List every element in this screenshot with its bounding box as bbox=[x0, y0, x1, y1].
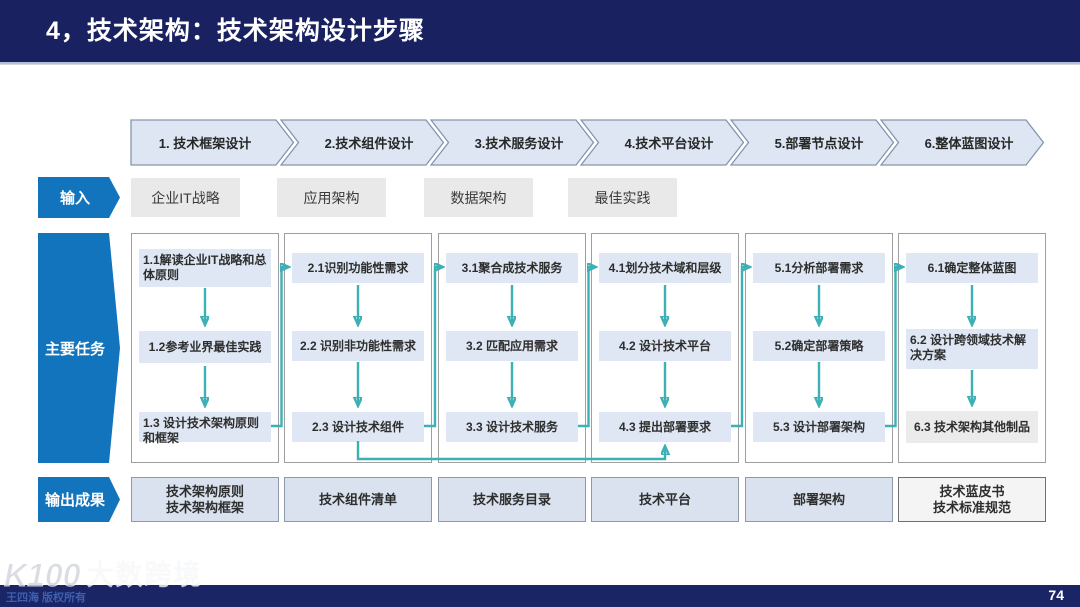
footer-bar bbox=[0, 585, 1080, 607]
page-title: 4，技术架构：技术架构设计步骤 bbox=[46, 17, 425, 45]
output-box-service-catalog: 技术服务目录 bbox=[438, 477, 586, 522]
task-box-3-1: 3.1聚合成技术服务 bbox=[446, 253, 578, 283]
task-box-3-3: 3.3 设计技术服务 bbox=[446, 412, 578, 442]
chevron-shape-icon bbox=[880, 119, 1045, 166]
chevron-shape-icon bbox=[730, 119, 895, 166]
task-column-4: 4.1划分技术域和层级 4.2 设计技术平台 4.3 提出部署要求 bbox=[591, 233, 739, 463]
step-chevron-5: 5.部署节点设计 bbox=[730, 119, 895, 166]
task-column-3: 3.1聚合成技术服务 3.2 匹配应用需求 3.3 设计技术服务 bbox=[438, 233, 586, 463]
step-label: 2.技术组件设计 bbox=[324, 136, 414, 151]
page-number: 74 bbox=[1048, 587, 1064, 603]
input-item-best-practice: 最佳实践 bbox=[568, 178, 677, 217]
task-box-1-3: 1.3 设计技术架构原则和框架 bbox=[139, 412, 271, 445]
task-box-1-1: 1.1解读企业IT战略和总体原则 bbox=[139, 249, 271, 287]
step-label: 3.技术服务设计 bbox=[474, 136, 564, 151]
step-chevron-2: 2.技术组件设计 bbox=[280, 119, 445, 166]
task-box-6-2: 6.2 设计跨领域技术解决方案 bbox=[906, 329, 1038, 369]
task-box-5-3: 5.3 设计部署架构 bbox=[753, 412, 885, 442]
copyright-text: 王四海 版权所有 bbox=[6, 592, 87, 604]
task-box-4-1: 4.1划分技术域和层级 bbox=[599, 253, 731, 283]
task-box-2-3: 2.3 设计技术组件 bbox=[292, 412, 424, 442]
row-tag-main-tasks: 主要任务 bbox=[38, 233, 120, 463]
task-box-6-3: 6.3 技术架构其他制品 bbox=[906, 411, 1038, 443]
task-column-6: 6.1确定整体蓝图 6.2 设计跨领域技术解决方案 6.3 技术架构其他制品 bbox=[898, 233, 1046, 463]
output-box-architecture-principles: 技术架构原则 技术架构框架 bbox=[131, 477, 279, 522]
input-item-enterprise-it-strategy: 企业IT战略 bbox=[131, 178, 240, 217]
task-column-2: 2.1识别功能性需求 2.2 识别非功能性需求 2.3 设计技术组件 bbox=[284, 233, 432, 463]
output-box-component-list: 技术组件清单 bbox=[284, 477, 432, 522]
output-box-deployment-architecture: 部署架构 bbox=[745, 477, 893, 522]
step-chevron-3: 3.技术服务设计 bbox=[430, 119, 595, 166]
header-bar: 4，技术架构：技术架构设计步骤 bbox=[0, 0, 1080, 62]
watermark-logo: K100 bbox=[4, 557, 81, 593]
step-label: 4.技术平台设计 bbox=[624, 136, 714, 151]
chevron-shape-icon bbox=[580, 119, 745, 166]
task-box-4-3: 4.3 提出部署要求 bbox=[599, 412, 731, 442]
watermark-text: 大数跨境 bbox=[86, 559, 203, 590]
header-divider bbox=[0, 62, 1080, 65]
step-chevron-6: 6.整体蓝图设计 bbox=[880, 119, 1045, 166]
row-tag-input: 输入 bbox=[38, 177, 120, 218]
input-item-application-architecture: 应用架构 bbox=[277, 178, 386, 217]
output-box-blueprint-standards: 技术蓝皮书 技术标准规范 bbox=[898, 477, 1046, 522]
step-label: 5.部署节点设计 bbox=[774, 136, 864, 151]
task-box-6-1: 6.1确定整体蓝图 bbox=[906, 253, 1038, 283]
step-label: 1. 技术框架设计 bbox=[158, 136, 252, 151]
task-box-2-2: 2.2 识别非功能性需求 bbox=[292, 331, 424, 361]
input-item-data-architecture: 数据架构 bbox=[424, 178, 533, 217]
watermark: K100 大数跨境 bbox=[4, 557, 203, 593]
task-box-5-1: 5.1分析部署需求 bbox=[753, 253, 885, 283]
task-box-2-1: 2.1识别功能性需求 bbox=[292, 253, 424, 283]
step-chevron-4: 4.技术平台设计 bbox=[580, 119, 745, 166]
task-box-3-2: 3.2 匹配应用需求 bbox=[446, 331, 578, 361]
output-box-tech-platform: 技术平台 bbox=[591, 477, 739, 522]
chevron-shape-icon bbox=[280, 119, 445, 166]
task-column-1: 1.1解读企业IT战略和总体原则 1.2参考业界最佳实践 1.3 设计技术架构原… bbox=[131, 233, 279, 463]
step-chevron-1: 1. 技术框架设计 bbox=[130, 119, 295, 166]
task-box-4-2: 4.2 设计技术平台 bbox=[599, 331, 731, 361]
task-column-5: 5.1分析部署需求 5.2确定部署策略 5.3 设计部署架构 bbox=[745, 233, 893, 463]
chevron-shape-icon bbox=[130, 119, 295, 166]
chevron-shape-icon bbox=[430, 119, 595, 166]
task-box-5-2: 5.2确定部署策略 bbox=[753, 331, 885, 361]
task-box-1-2: 1.2参考业界最佳实践 bbox=[139, 331, 271, 363]
step-label: 6.整体蓝图设计 bbox=[924, 136, 1014, 151]
row-tag-output: 输出成果 bbox=[38, 477, 120, 522]
